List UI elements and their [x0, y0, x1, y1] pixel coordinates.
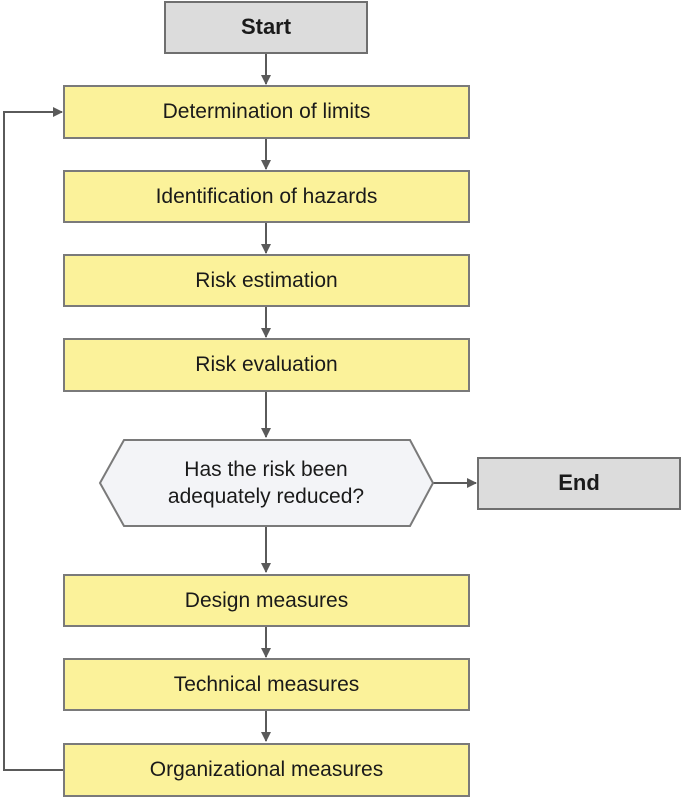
- start-node: Start: [164, 1, 368, 54]
- step-identification-of-hazards: Identification of hazards: [63, 170, 470, 223]
- step-organizational-measures: Organizational measures: [63, 743, 470, 797]
- step-determination-of-limits: Determination of limits: [63, 85, 470, 139]
- step-risk-evaluation: Risk evaluation: [63, 338, 470, 392]
- decision-hexagon: [98, 439, 435, 527]
- end-node: End: [477, 457, 681, 510]
- decision-label-line-1: Has the risk been: [184, 457, 348, 481]
- decision-label-line-2: adequately reduced?: [167, 485, 365, 508]
- step-technical-measures: Technical measures: [63, 658, 470, 711]
- decision-label: Has the risk been adequately reduced?: [110, 440, 422, 526]
- step-design-measures: Design measures: [63, 574, 470, 627]
- feedback-loop-arrow: [3, 107, 64, 771]
- step-risk-estimation: Risk estimation: [63, 254, 470, 307]
